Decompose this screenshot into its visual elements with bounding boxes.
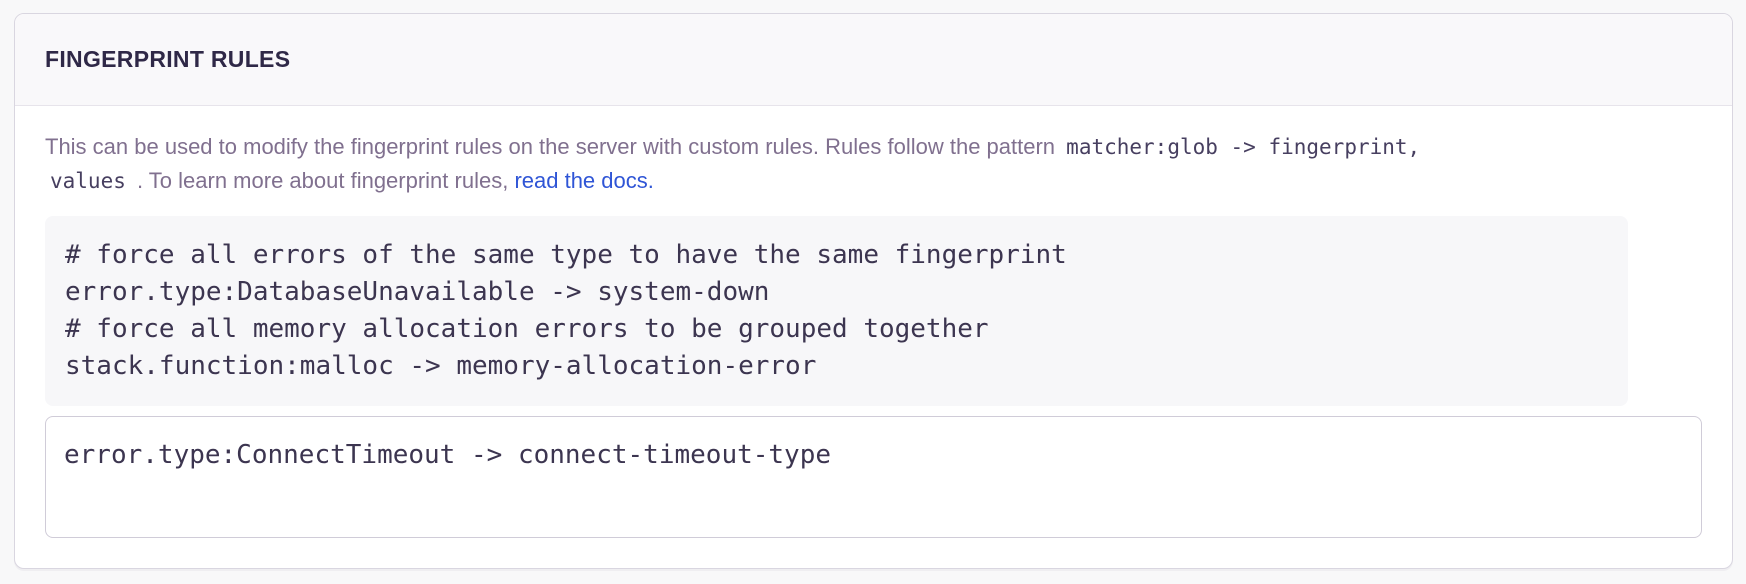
description-text-2: . To learn more about fingerprint rules, [130, 168, 515, 193]
example-code-line: # force all errors of the same type to h… [65, 240, 1067, 270]
inline-code-pattern: matcher:glob -> fingerprint, [1066, 135, 1421, 159]
example-rules-block: # force all errors of the same type to h… [45, 216, 1628, 406]
inline-code-values: values [50, 169, 126, 193]
panel-title: FINGERPRINT RULES [45, 46, 291, 72]
example-code-line: # force all memory allocation errors to … [65, 314, 989, 344]
panel-header: FINGERPRINT RULES [15, 14, 1732, 106]
fingerprint-rules-description: This can be used to modify the fingerpri… [45, 130, 1702, 198]
fingerprint-rules-panel: FINGERPRINT RULES This can be used to mo… [14, 13, 1733, 569]
panel-body: This can be used to modify the fingerpri… [15, 106, 1732, 568]
fingerprint-rules-textarea[interactable]: error.type:ConnectTimeout -> connect-tim… [45, 416, 1702, 538]
example-code-line: stack.function:malloc -> memory-allocati… [65, 351, 817, 381]
description-text-1: This can be used to modify the fingerpri… [45, 134, 1062, 159]
example-code-line: error.type:DatabaseUnavailable -> system… [65, 277, 770, 307]
read-the-docs-link[interactable]: read the docs. [514, 168, 654, 193]
